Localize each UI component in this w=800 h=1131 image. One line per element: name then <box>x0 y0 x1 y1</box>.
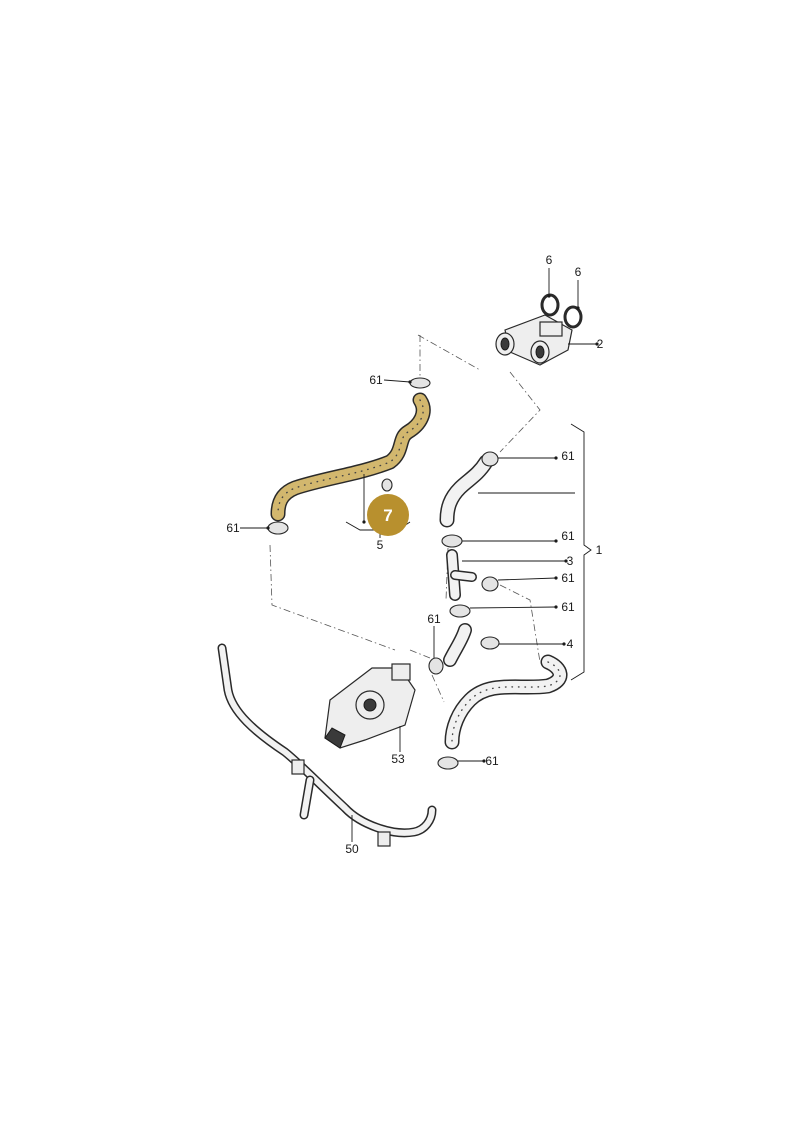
highlighted-hose <box>270 392 431 522</box>
callout-61-r3: 61 <box>561 571 575 585</box>
callout-6-left: 6 <box>546 253 553 267</box>
clamp-left <box>267 521 289 535</box>
coolant-pipe <box>217 643 437 847</box>
clamp-mid <box>428 657 444 675</box>
callout-6-right: 6 <box>575 265 582 279</box>
leader-dots <box>266 294 599 763</box>
clip-small <box>381 478 393 492</box>
callout-61-r2: 61 <box>561 529 575 543</box>
callout-53: 53 <box>391 752 405 766</box>
callout-labels: 6 6 2 61 61 61 61 3 61 61 4 61 61 1 5 53… <box>226 253 603 856</box>
water-pump <box>324 663 416 749</box>
callout-2: 2 <box>597 337 604 351</box>
callout-3: 3 <box>567 554 574 568</box>
callout-61-bottom: 61 <box>485 754 499 768</box>
callout-1: 1 <box>596 543 603 557</box>
highlight-badge-label: 7 <box>383 506 392 525</box>
callout-5: 5 <box>377 538 384 552</box>
clamp-bottom <box>437 756 459 770</box>
callout-61-mid: 61 <box>427 612 441 626</box>
t-piece <box>446 549 477 601</box>
lower-right-hose <box>444 654 568 750</box>
routing-lines <box>269 334 541 703</box>
clamp-r2 <box>441 534 463 548</box>
callout-4: 4 <box>567 637 574 651</box>
callout-61-r4: 61 <box>561 600 575 614</box>
seal-ring-left <box>540 293 560 317</box>
highlight-badge[interactable]: 7 <box>367 494 409 536</box>
short-hose <box>443 623 472 667</box>
callout-61-left: 61 <box>226 521 240 535</box>
thermostat-housing <box>495 314 573 366</box>
clamp-r4 <box>449 604 471 618</box>
seal-ring-right <box>563 305 583 329</box>
upper-right-hose <box>439 454 494 528</box>
callout-50: 50 <box>345 842 359 856</box>
clamp-top-left <box>409 377 431 389</box>
hose-clamps <box>267 377 500 770</box>
callout-61-r1: 61 <box>561 449 575 463</box>
clamp-r3 <box>481 576 499 592</box>
clamp-part4 <box>480 636 500 650</box>
callout-61-top-left: 61 <box>369 373 383 387</box>
clamp-r1 <box>481 451 499 467</box>
